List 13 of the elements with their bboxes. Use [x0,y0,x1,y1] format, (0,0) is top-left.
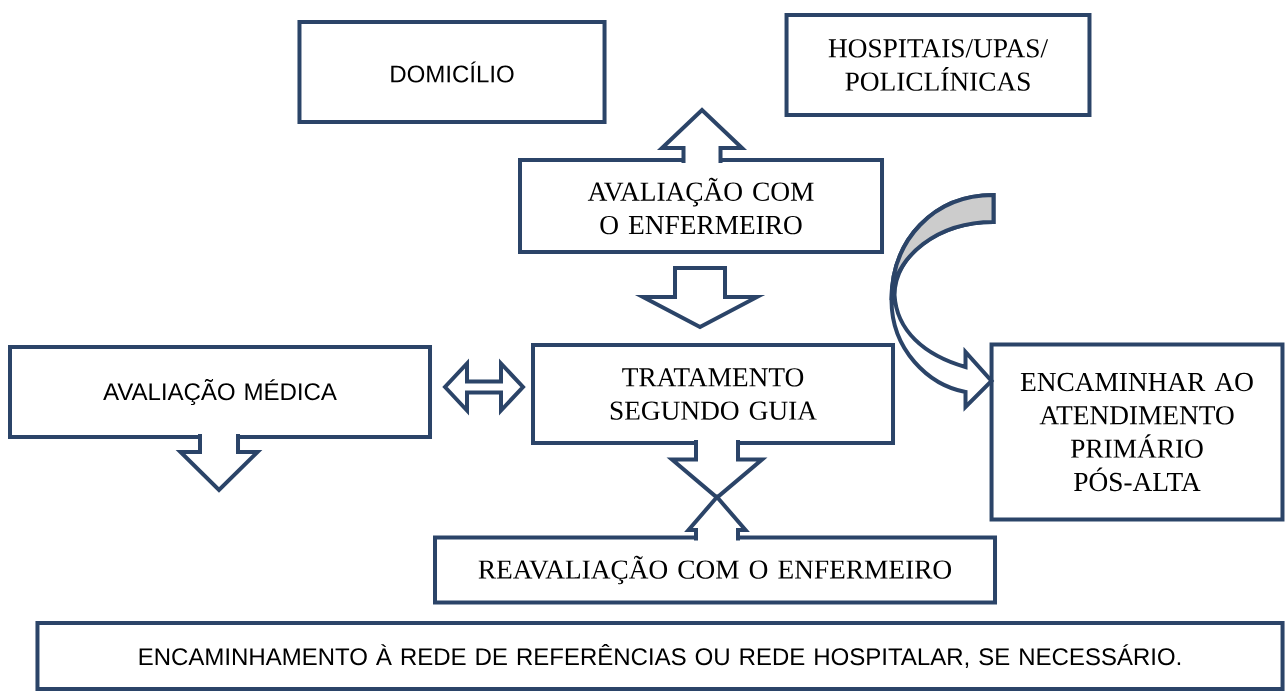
process-box: ENCAMINHAR AO ATENDIMENTO PRIMÁRIO PÓS-ALTA [989,342,1285,522]
process-box: TRATAMENTO SEGUNDO GUIA [531,343,895,445]
process-box: AVALIAÇÃO MÉDICA [8,345,432,439]
process-box: REAVALIAÇÃO COM O ENFERMEIRO [433,535,997,605]
process-box: DOMICÍLIO [297,20,607,124]
process-box: AVALIAÇÃO COM O ENFERMEIRO [518,158,884,254]
block-arrow [657,107,747,165]
block-arrow [175,432,263,493]
title-box: ENCAMINHAMENTO À REDE DE REFERÊNCIAS OU REDE HOSPITALAR, SE NECESSÁRIO. [35,621,1285,691]
process-box: HOSPITAIS/UPAS/ POLICLÍNICAS [784,13,1092,117]
block-arrow [684,493,750,543]
block-arrow [634,266,766,330]
curved-arrow [889,193,996,409]
